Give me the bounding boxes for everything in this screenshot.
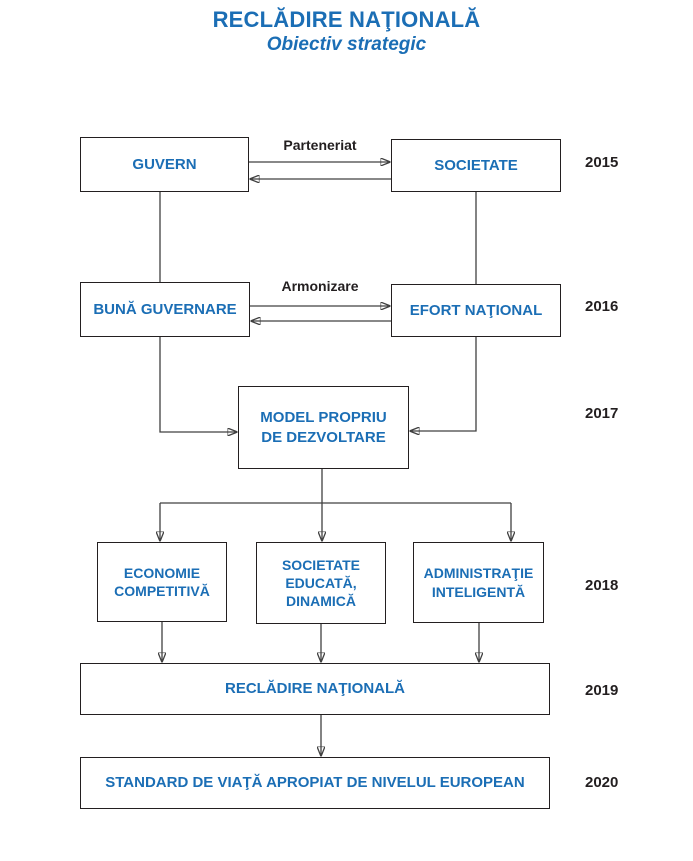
node-efort-national-label: EFORT NAŢIONAL <box>409 301 543 319</box>
node-recladire-nationala: RECLĂDIRE NAŢIONALĂ <box>80 663 550 715</box>
node-societate-educata-label: SOCIETATE EDUCATĂ, DINAMICĂ <box>281 556 361 610</box>
page-title: RECLĂDIRE NAŢIONALĂ <box>212 7 481 32</box>
year-2019: 2019 <box>585 682 619 699</box>
node-model-propriu-label: MODEL PROPRIU DE DEZVOLTARE <box>260 409 387 446</box>
node-administratie-inteligenta: ADMINISTRAŢIE INTELIGENTĂ <box>413 542 544 623</box>
year-2015: 2015 <box>585 154 619 171</box>
year-2017: 2017 <box>585 405 619 422</box>
year-2018: 2018 <box>585 577 619 594</box>
node-standard-de-viata: STANDARD DE VIAŢĂ APROPIAT DE NIVELUL EU… <box>80 757 550 809</box>
year-2016: 2016 <box>585 298 619 315</box>
node-standard-de-viata-label: STANDARD DE VIAŢĂ APROPIAT DE NIVELUL EU… <box>105 774 525 792</box>
node-recladire-nationala-label: RECLĂDIRE NAŢIONALĂ <box>225 680 405 698</box>
edge-label-armonizare: Armonizare <box>281 278 359 294</box>
edge-label-parteneriat: Parteneriat <box>283 137 357 153</box>
node-buna-guvernare-label: BUNĂ GUVERNARE <box>93 300 237 318</box>
node-societate-educata: SOCIETATE EDUCATĂ, DINAMICĂ <box>256 542 386 624</box>
node-economie-competitiva: ECONOMIE COMPETITIVĂ <box>97 542 227 622</box>
year-2020: 2020 <box>585 774 619 791</box>
node-guvern-label: GUVERN <box>132 155 197 173</box>
node-efort-national: EFORT NAŢIONAL <box>391 284 561 337</box>
node-societate: SOCIETATE <box>391 139 561 192</box>
node-administratie-inteligenta-label: ADMINISTRAŢIE INTELIGENTĂ <box>423 565 534 600</box>
node-economie-competitiva-label: ECONOMIE COMPETITIVĂ <box>114 564 210 599</box>
arrow-buna-to-model <box>159 337 236 432</box>
node-guvern: GUVERN <box>80 137 249 192</box>
page-subtitle: Obiectiv strategic <box>266 34 427 55</box>
arrow-efort-to-model <box>411 337 477 431</box>
node-model-propriu: MODEL PROPRIU DE DEZVOLTARE <box>238 386 409 469</box>
node-buna-guvernare: BUNĂ GUVERNARE <box>80 282 250 337</box>
node-societate-label: SOCIETATE <box>434 156 518 174</box>
